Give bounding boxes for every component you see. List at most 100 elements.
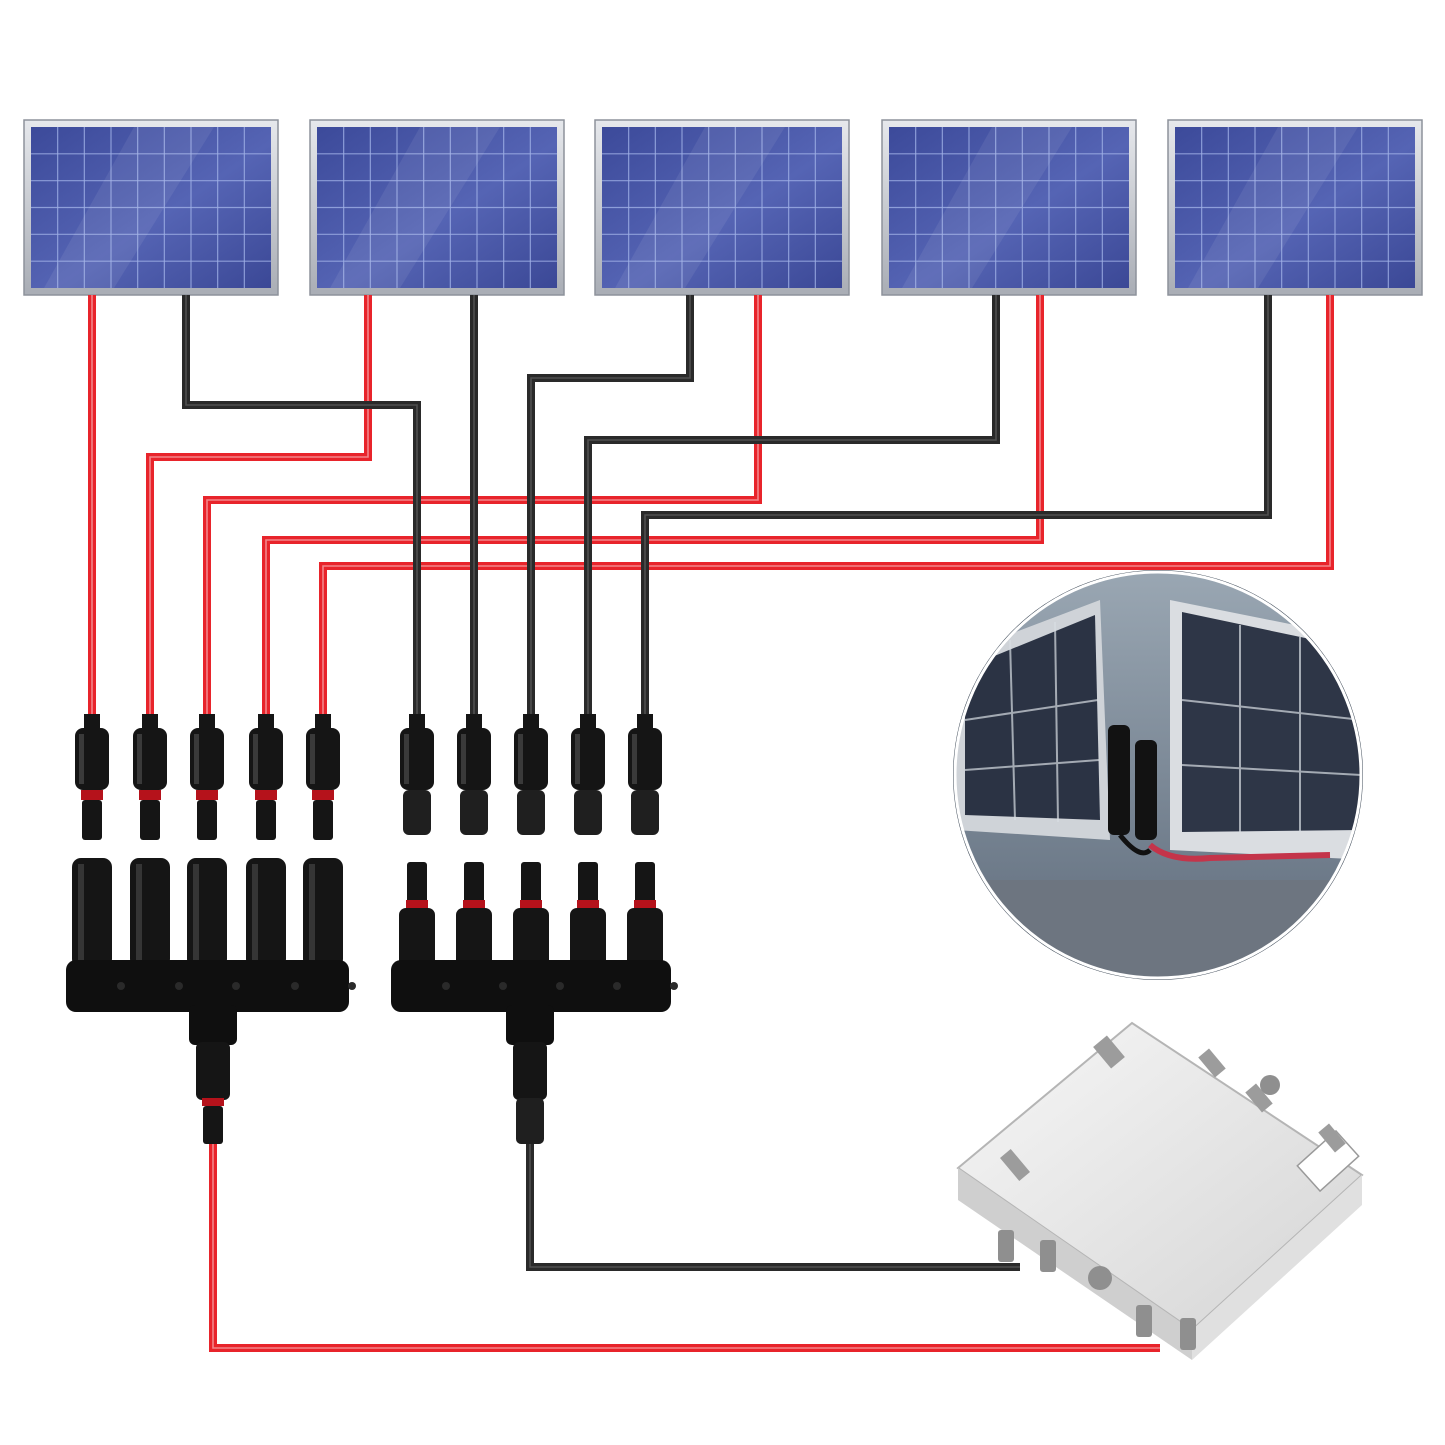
plug-socket: [403, 790, 431, 835]
mc4-connector-icon: [400, 714, 434, 835]
mc4-connector-icon: [514, 714, 548, 835]
plug-socket: [517, 790, 545, 835]
branch-pin: [521, 862, 541, 904]
panel-glare: [1188, 127, 1358, 288]
positive-wire-4: [262, 295, 1044, 720]
y-branch-connector-icon: [391, 862, 678, 1144]
positive-wire-3-sheen: [206, 295, 759, 720]
micro-inverter-icon: [956, 1021, 1364, 1360]
mc4-connector-icon: [628, 714, 662, 835]
solar-panel-icon: [881, 119, 1137, 296]
branch-seal: [520, 900, 542, 908]
branch-rivet: [670, 982, 678, 990]
plug-highlight: [310, 734, 315, 784]
plug-seal: [255, 790, 277, 800]
plug-boot: [199, 714, 215, 728]
mc4-connector-icon: [133, 714, 167, 840]
branch-seal: [634, 900, 656, 908]
panel-glare: [330, 127, 500, 288]
negative-trunk-wire: [526, 1140, 1020, 1271]
plug-highlight: [575, 734, 580, 784]
plug-socket: [574, 790, 602, 835]
branch-stem: [189, 1005, 237, 1045]
branch-port: [456, 908, 492, 970]
plug-socket: [460, 790, 488, 835]
plug-boot: [466, 714, 482, 728]
branch-bar: [391, 960, 671, 1012]
branch-stem-body: [196, 1042, 230, 1100]
branch-port: [399, 908, 435, 970]
positive-trunk-wire-sheen: [212, 1140, 1160, 1349]
plug-pin-housing: [140, 800, 160, 840]
plug-pin-housing: [313, 800, 333, 840]
plug-highlight: [404, 734, 409, 784]
branch-connectors: [66, 858, 678, 1144]
solar-panel-icon: [23, 119, 279, 296]
positive-wire-5: [319, 295, 1334, 720]
positive-wire-5-sheen: [322, 295, 1331, 720]
plug-seal: [196, 790, 218, 800]
plug-boot: [142, 714, 158, 728]
branch-seal: [463, 900, 485, 908]
branch-port: [627, 908, 663, 970]
branch-rivet: [442, 982, 450, 990]
plug-highlight: [518, 734, 523, 784]
panel-glare: [44, 127, 214, 288]
solar-panel-icon: [594, 119, 850, 296]
mc4-connector-icon: [249, 714, 283, 840]
mc4-connector-icon: [457, 714, 491, 835]
branch-pin: [635, 862, 655, 904]
positive-trunk-wire: [209, 1140, 1160, 1352]
branch-rivet: [556, 982, 564, 990]
plug-socket: [631, 790, 659, 835]
plug-pin-housing: [197, 800, 217, 840]
branch-stem-seal: [202, 1098, 224, 1106]
y-branch-connector-icon: [66, 858, 356, 1144]
mc4-connector-icon: [306, 714, 340, 840]
branch-port-highlight: [136, 864, 142, 960]
negative-wire-5: [641, 295, 1272, 720]
branch-seal: [577, 900, 599, 908]
panel-glare: [615, 127, 785, 288]
plug-highlight: [253, 734, 258, 784]
branch-pin: [464, 862, 484, 904]
plug-highlight: [194, 734, 199, 784]
branch-stem-pin: [203, 1106, 223, 1144]
negative-wire-4-sheen: [587, 295, 997, 720]
solar-panel-icon: [309, 119, 565, 296]
plug-boot: [580, 714, 596, 728]
branch-rivet: [613, 982, 621, 990]
positive-wire-2: [146, 295, 372, 720]
branch-port-highlight: [252, 864, 258, 960]
positive-wire-3: [203, 295, 762, 720]
negative-wire-5-sheen: [644, 295, 1269, 720]
branch-rivet: [232, 982, 240, 990]
negative-wire-3: [527, 295, 694, 720]
branch-bar: [66, 960, 349, 1012]
branch-rivet: [348, 982, 356, 990]
panel-glare: [902, 127, 1072, 288]
branch-rivet: [291, 982, 299, 990]
branch-port: [570, 908, 606, 970]
mc4-connector-icon: [190, 714, 224, 840]
negative-trunk-wire-sheen: [529, 1140, 1020, 1268]
branch-port-highlight: [78, 864, 84, 960]
branch-seal: [406, 900, 428, 908]
mc4-connectors: [75, 714, 662, 840]
plug-boot: [637, 714, 653, 728]
mc4-connector-icon: [571, 714, 605, 835]
branch-port-highlight: [309, 864, 315, 960]
installation-photo-icon: [953, 570, 1363, 980]
positive-wire-4-sheen: [265, 295, 1041, 720]
negative-wire-1: [182, 295, 421, 720]
plug-highlight: [632, 734, 637, 784]
solar-panels: [23, 119, 1423, 296]
plug-boot: [523, 714, 539, 728]
plug-seal: [139, 790, 161, 800]
branch-rivet: [117, 982, 125, 990]
plug-seal: [312, 790, 334, 800]
plug-pin-housing: [82, 800, 102, 840]
negative-wire-1-sheen: [185, 295, 418, 720]
plug-boot: [84, 714, 100, 728]
branch-stem-body: [513, 1042, 547, 1100]
